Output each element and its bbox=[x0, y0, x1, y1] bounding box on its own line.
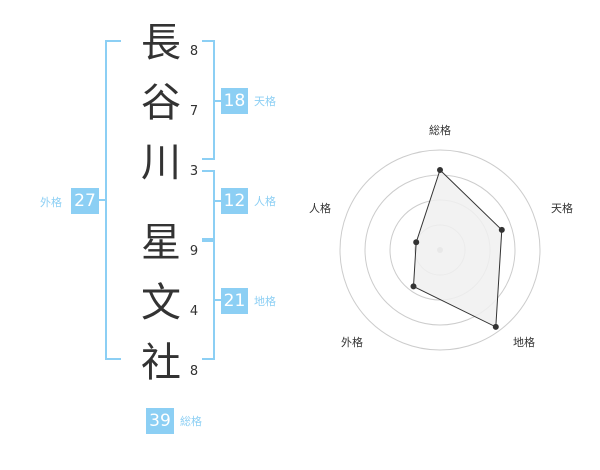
jinkaku-bracket bbox=[202, 170, 215, 240]
gaikaku-tick bbox=[98, 199, 107, 201]
name-char-4: 星 bbox=[141, 220, 181, 266]
name-char-1: 長 bbox=[141, 20, 181, 66]
soukaku-badge: 39 bbox=[146, 408, 174, 434]
radar-point-5 bbox=[413, 239, 420, 246]
tenkaku-badge: 18 bbox=[221, 88, 248, 114]
name-breakdown-panel: 長 谷 川 星 文 社 8 7 3 9 4 8 18 天格 12 人格 21 地… bbox=[40, 20, 276, 434]
radar-label-jinkaku: 人格 bbox=[309, 201, 331, 215]
name-char-5: 文 bbox=[141, 280, 181, 326]
chikaku-badge: 21 bbox=[221, 288, 248, 314]
stroke-count-2: 7 bbox=[189, 104, 199, 119]
jinkaku-badge: 12 bbox=[221, 188, 248, 214]
stroke-count-6: 8 bbox=[189, 364, 199, 379]
name-char-3: 川 bbox=[141, 140, 181, 186]
name-char-2: 谷 bbox=[141, 80, 181, 126]
chikaku-label: 地格 bbox=[254, 295, 276, 308]
radar-point-3 bbox=[492, 323, 499, 330]
radar-point-4 bbox=[410, 283, 417, 290]
radar-data-polygon bbox=[412, 169, 503, 328]
name-char-6: 社 bbox=[141, 340, 181, 386]
radar-label-gaikaku: 外格 bbox=[341, 335, 363, 349]
stroke-count-4: 9 bbox=[189, 244, 199, 259]
soukaku-label: 総格 bbox=[180, 415, 202, 428]
tenkaku-label: 天格 bbox=[254, 95, 276, 108]
radar-data-points bbox=[410, 167, 505, 330]
fortune-radar-chart: 総格 天格 地格 外格 人格 bbox=[309, 123, 573, 351]
jinkaku-tick bbox=[213, 200, 221, 202]
gaikaku-bracket bbox=[105, 40, 121, 360]
stroke-count-3: 3 bbox=[189, 164, 199, 179]
radar-label-soukaku: 総格 bbox=[429, 123, 451, 137]
tenkaku-tick bbox=[213, 100, 221, 102]
gaikaku-badge: 27 bbox=[71, 188, 99, 214]
radar-grid-ring bbox=[339, 149, 541, 351]
chikaku-tick bbox=[213, 299, 221, 301]
radar-label-chikaku: 地格 bbox=[513, 335, 535, 349]
gaikaku-label: 外格 bbox=[40, 196, 62, 209]
radar-axis-labels: 総格 天格 地格 外格 人格 bbox=[309, 123, 573, 349]
jinkaku-label: 人格 bbox=[254, 195, 276, 208]
stroke-count-1: 8 bbox=[189, 44, 199, 59]
stroke-count-5: 4 bbox=[189, 304, 199, 319]
radar-point-2 bbox=[498, 226, 505, 233]
radar-point-1 bbox=[437, 167, 443, 173]
radar-label-tenkaku: 天格 bbox=[551, 201, 573, 215]
